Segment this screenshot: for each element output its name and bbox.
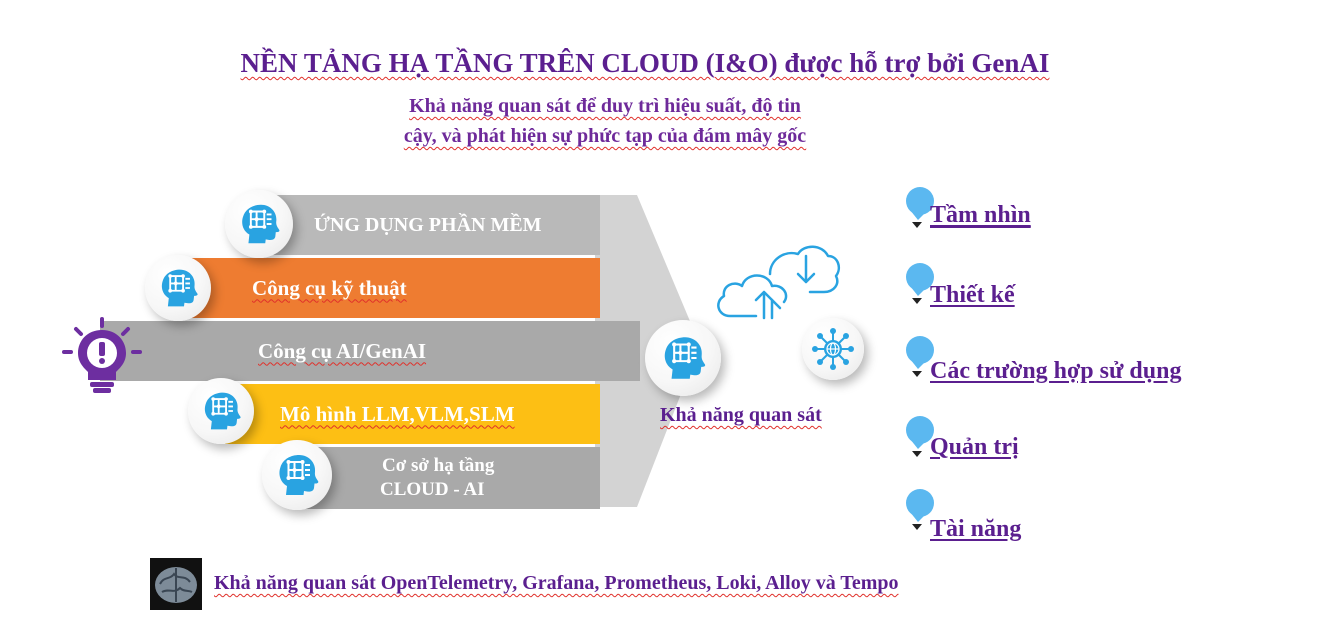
ai-head-icon [188,378,254,444]
layer-bar-cloud-infra: Cơ sở hạ tầng CLOUD - AI [300,447,600,509]
ai-head-icon [225,190,293,258]
cloud-sync-icon [717,245,840,320]
layer-bar-software-apps: ỨNG DỤNG PHẦN MỀM [270,195,600,255]
observability-label: Khả năng quan sát [660,404,822,426]
center-ai-head-icon [645,320,721,396]
layer-bar-ai-genai-tools: Công cụ AI/GenAI [100,321,640,381]
layer-bar-engineering-tools: Công cụ kỹ thuật [180,258,600,318]
outcome-vision: Tầm nhìn [930,202,1031,228]
subtitle-line-2: cậy, và phát hiện sự phức tạp của đám mâ… [403,125,807,147]
network-globe-icon [802,318,864,380]
outcome-design: Thiết kế [930,282,1015,308]
ai-head-icon [145,255,211,321]
layer-label-cloud-infra-2: CLOUD - AI [380,479,485,500]
ai-head-icon [262,440,332,510]
layer-label-engineering-tools: Công cụ kỹ thuật [252,275,407,300]
layer-label-llm-models: Mô hình LLM,VLM,SLM [280,401,515,426]
layer-label-cloud-infra-1: Cơ sở hạ tầng [382,455,495,476]
subtitle-line-1: Khả năng quan sát để duy trì hiệu suất, … [409,95,801,117]
outcome-use-cases: Các trường hợp sử dụng [930,358,1182,384]
layer-label-software-apps: ỨNG DỤNG PHẦN MỀM [314,213,542,236]
layer-bar-llm-models: Mô hình LLM,VLM,SLM [225,384,600,444]
brain-logo-icon [150,558,202,610]
footer-tools: Khả năng quan sát OpenTelemetry, Grafana… [214,572,899,594]
outcome-talent: Tài năng [930,516,1022,542]
lightbulb-icon [62,317,142,393]
outcome-governance: Quản trị [930,434,1019,460]
page-title: NỀN TẢNG HẠ TẦNG TRÊN CLOUD (I&O) được h… [240,48,1050,78]
layer-label-ai-genai-tools: Công cụ AI/GenAI [258,338,427,363]
